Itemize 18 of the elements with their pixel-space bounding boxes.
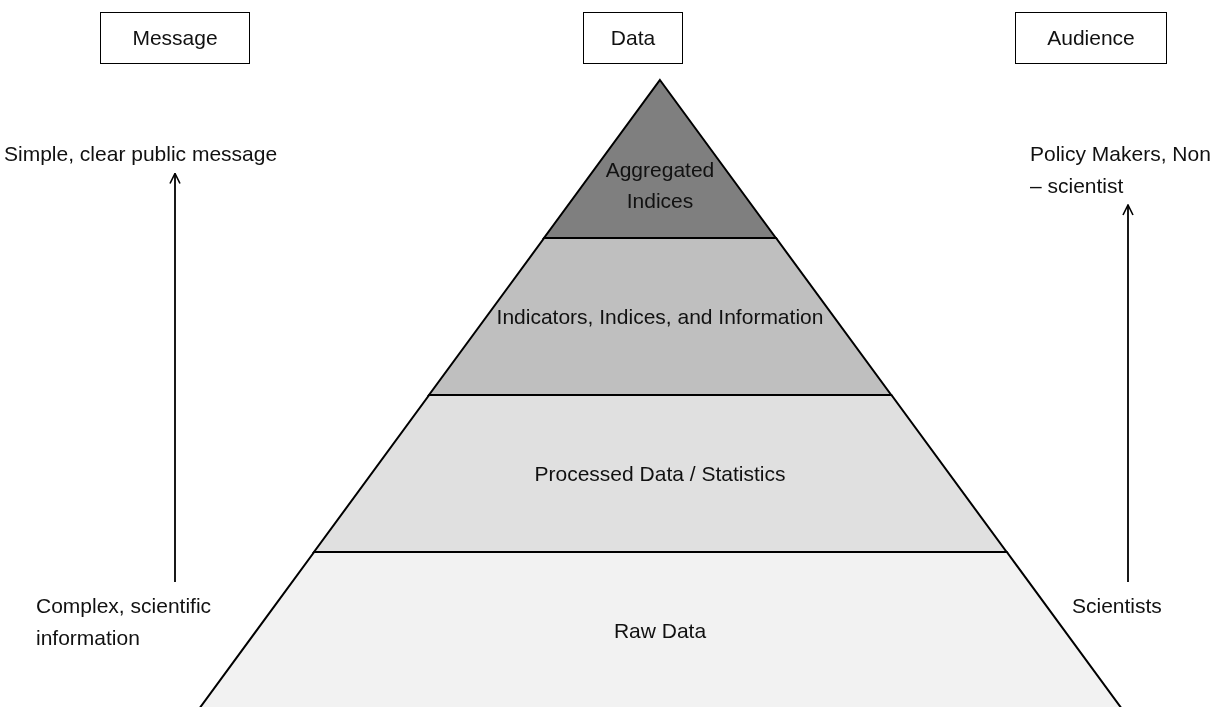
- arrow: [169, 172, 181, 583]
- pyramid-tier: [313, 395, 1007, 552]
- side-note: Simple, clear public message: [4, 141, 278, 167]
- header-box: [1015, 12, 1167, 64]
- header-label: Data: [610, 25, 656, 52]
- side-note: Policy Makers, Non – scientist: [1030, 141, 1212, 199]
- side-note: Scientists: [1072, 593, 1162, 619]
- tier-label: Raw Data: [613, 617, 707, 644]
- header-label: Audience: [1047, 25, 1135, 52]
- header-box: [100, 12, 250, 64]
- pyramid-tier: [428, 238, 892, 395]
- tier-label: Indicators, Indices, and Information: [496, 303, 824, 330]
- side-note: Complex, scientific information: [36, 593, 213, 651]
- tier-label: Processed Data / Statistics: [534, 460, 786, 487]
- header-label: Message: [132, 25, 218, 52]
- header-box: [583, 12, 683, 64]
- tier-label: Aggregated Indices: [604, 156, 716, 214]
- arrow: [1122, 204, 1134, 583]
